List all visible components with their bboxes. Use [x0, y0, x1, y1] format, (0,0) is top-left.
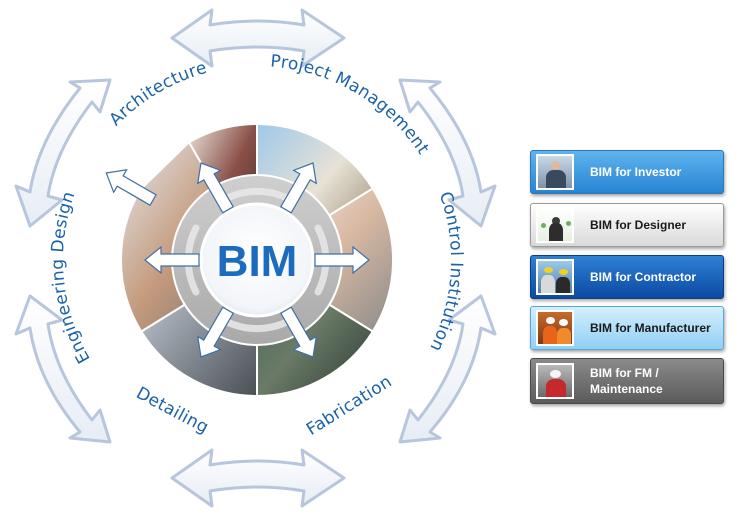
role-label-designer: BIM for Designer: [590, 218, 687, 232]
role-label-contractor: BIM for Contractor: [590, 270, 696, 284]
role-card-manufacturer[interactable]: BIM for Manufacturer: [530, 306, 724, 350]
contractor-thumbnail: [536, 259, 574, 295]
lower-left-double-arrow-icon: [14, 294, 112, 444]
lower-right-double-arrow-icon: [398, 294, 497, 444]
role-label-manufacturer: BIM for Manufacturer: [590, 321, 711, 335]
designer-thumbnail: [536, 207, 574, 243]
manufacturer-thumbnail: [536, 310, 574, 346]
segment-label-control-institution: Control Institution: [425, 189, 466, 354]
segment-photos: [119, 122, 395, 398]
segment-label-detailing: Detailing: [133, 383, 212, 438]
segment-label-engineering-design: Engineering Design: [48, 189, 95, 367]
role-label-investor: BIM for Investor: [590, 165, 682, 179]
segment-label-architecture: Architecture: [106, 58, 210, 130]
role-card-fm-maintenance[interactable]: BIM for FM / Maintenance: [530, 358, 724, 404]
upper-right-double-arrow-icon: [398, 78, 497, 228]
role-card-contractor[interactable]: BIM for Contractor: [530, 255, 724, 299]
bottom-double-arrow-icon: [170, 448, 346, 508]
center-ring: [171, 174, 343, 346]
top-double-arrow-icon: [170, 8, 346, 68]
maintenance-thumbnail: [536, 363, 574, 399]
outer-arrows: [14, 8, 497, 508]
center-bim-label: BIM: [217, 237, 298, 286]
role-label-fm-maintenance: BIM for FM / Maintenance: [590, 366, 663, 396]
investor-thumbnail: [536, 154, 574, 190]
upper-left-double-arrow-icon: [14, 78, 112, 228]
role-card-investor[interactable]: BIM for Investor: [530, 150, 724, 194]
inner-arrows: [105, 162, 370, 358]
role-card-designer[interactable]: BIM for Designer: [530, 203, 724, 247]
